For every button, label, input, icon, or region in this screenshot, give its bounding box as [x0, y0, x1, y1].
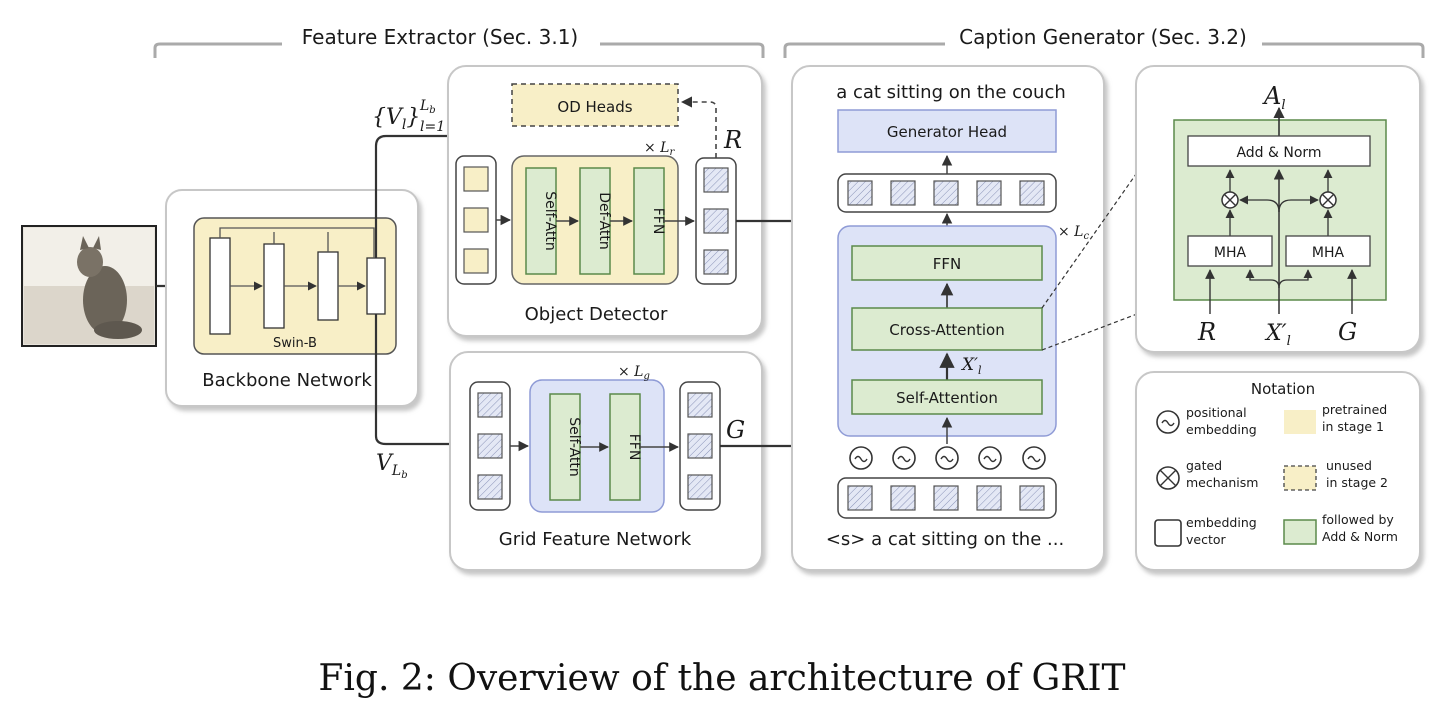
- notation-title: Notation: [1251, 380, 1315, 398]
- last-scale-feature-label: VLb: [376, 451, 408, 481]
- feature-extractor-bracket: Feature Extractor (Sec. 3.1): [153, 25, 765, 58]
- pretrained-text-1: pretrained: [1322, 402, 1387, 417]
- add-norm-box: [1187, 135, 1371, 167]
- positional-embeddings: [849, 446, 1046, 470]
- object-detector-panel: OD Heads Self-Attn Def-Attn FFN × Lr R O…: [447, 65, 763, 337]
- object-detector-title: Object Detector: [525, 304, 668, 325]
- pos-embed-text-2: embedding: [1186, 422, 1257, 437]
- detail-grid-symbol: G: [1338, 318, 1357, 346]
- cross-attention-detail-panel: Al Add & Norm MHA MHA R X′l G: [1135, 65, 1421, 353]
- cross-attention-label: Cross-Attention: [889, 321, 1004, 339]
- self-attention-box: [851, 379, 1043, 415]
- od-self-attn-label: Self-Attn: [542, 191, 558, 250]
- swin-stage-2: [263, 243, 285, 329]
- grid-self-attn-label: Self-Attn: [566, 417, 582, 476]
- unused-text-1: unused: [1326, 458, 1372, 473]
- input-caption: <s> a cat sitting on the ...: [826, 529, 1064, 550]
- caption-generator-panel: a cat sitting on the couch Generator Hea…: [791, 65, 1105, 571]
- mha-right-label: MHA: [1312, 245, 1345, 261]
- od-heads-box: [511, 83, 679, 127]
- od-ffn-label: FFN: [650, 208, 666, 235]
- svg-text:l=1: l=1: [420, 119, 445, 135]
- gated-text-1: gated: [1186, 458, 1222, 473]
- figure-caption: Fig. 2: Overview of the architecture of …: [318, 658, 1125, 699]
- output-caption: a cat sitting on the couch: [836, 82, 1066, 103]
- region-features-symbol: R: [723, 126, 742, 154]
- followed-text-2: Add & Norm: [1322, 529, 1398, 544]
- swin-stage-3: [317, 251, 339, 321]
- svg-text:X′l: X′l: [960, 355, 982, 377]
- grid-network-panel: Self-Attn FFN × Lg G Grid Feature Networ…: [449, 351, 763, 571]
- generator-head-box: [837, 109, 1057, 153]
- grid-network-title: Grid Feature Network: [499, 529, 692, 550]
- cross-attention-box: [851, 307, 1043, 351]
- gated-text-2: mechanism: [1186, 475, 1258, 490]
- last-scale-arrow: [374, 314, 468, 452]
- caption-generator-label: Caption Generator (Sec. 3.2): [959, 25, 1247, 49]
- od-def-attn-label: Def-Attn: [596, 192, 612, 249]
- notation-panel: Notation positional embedding gated mech…: [1135, 371, 1421, 571]
- svg-text:Al: Al: [1262, 82, 1286, 113]
- svg-text:X′l: X′l: [1264, 321, 1291, 349]
- feature-extractor-label: Feature Extractor (Sec. 3.1): [302, 25, 579, 49]
- multi-scale-features-label: {Vl} Lb l=1: [372, 98, 445, 135]
- add-norm-label: Add & Norm: [1236, 145, 1321, 161]
- unused-text-2: in stage 2: [1326, 475, 1388, 490]
- pretrained-text-2: in stage 1: [1322, 419, 1384, 434]
- mha-left-label: MHA: [1214, 245, 1247, 261]
- backbone-title: Backbone Network: [202, 370, 372, 391]
- generator-head-label: Generator Head: [887, 123, 1007, 141]
- pos-embed-text-1: positional: [1186, 405, 1247, 420]
- swin-stage-4: [366, 257, 386, 315]
- embed-vec-text-1: embedding: [1186, 515, 1257, 530]
- followed-swatch: [1283, 519, 1317, 545]
- svg-text:{Vl}: {Vl}: [372, 105, 420, 133]
- pretrained-swatch: [1284, 410, 1316, 434]
- mha-left-box: [1187, 235, 1273, 267]
- grid-features-symbol: G: [726, 416, 745, 444]
- svg-text:× Lg: × Lg: [618, 364, 650, 382]
- svg-text:VLb: VLb: [376, 451, 408, 481]
- svg-text:× Lc: × Lc: [1058, 224, 1089, 242]
- input-image: [21, 225, 157, 347]
- decoder-ffn-label: FFN: [933, 255, 961, 273]
- backbone-panel: Swin-B Backbone Network: [165, 189, 419, 407]
- followed-text-1: followed by: [1322, 512, 1394, 527]
- unused-swatch: [1283, 465, 1317, 491]
- swin-label: Swin-B: [273, 336, 317, 351]
- swin-stage-1: [209, 237, 231, 335]
- svg-text:× Lr: × Lr: [644, 140, 675, 158]
- grid-ffn-label: FFN: [626, 434, 642, 461]
- detail-region-symbol: R: [1197, 318, 1216, 346]
- self-attention-label: Self-Attention: [896, 389, 998, 407]
- caption-generator-bracket: Caption Generator (Sec. 3.2): [783, 25, 1425, 58]
- embed-vec-symbol: [1154, 519, 1182, 547]
- od-heads-label: OD Heads: [557, 98, 632, 116]
- decoder-ffn-box: [851, 245, 1043, 281]
- svg-text:Lb: Lb: [419, 98, 436, 116]
- embed-vec-text-2: vector: [1186, 532, 1227, 547]
- mha-right-box: [1285, 235, 1371, 267]
